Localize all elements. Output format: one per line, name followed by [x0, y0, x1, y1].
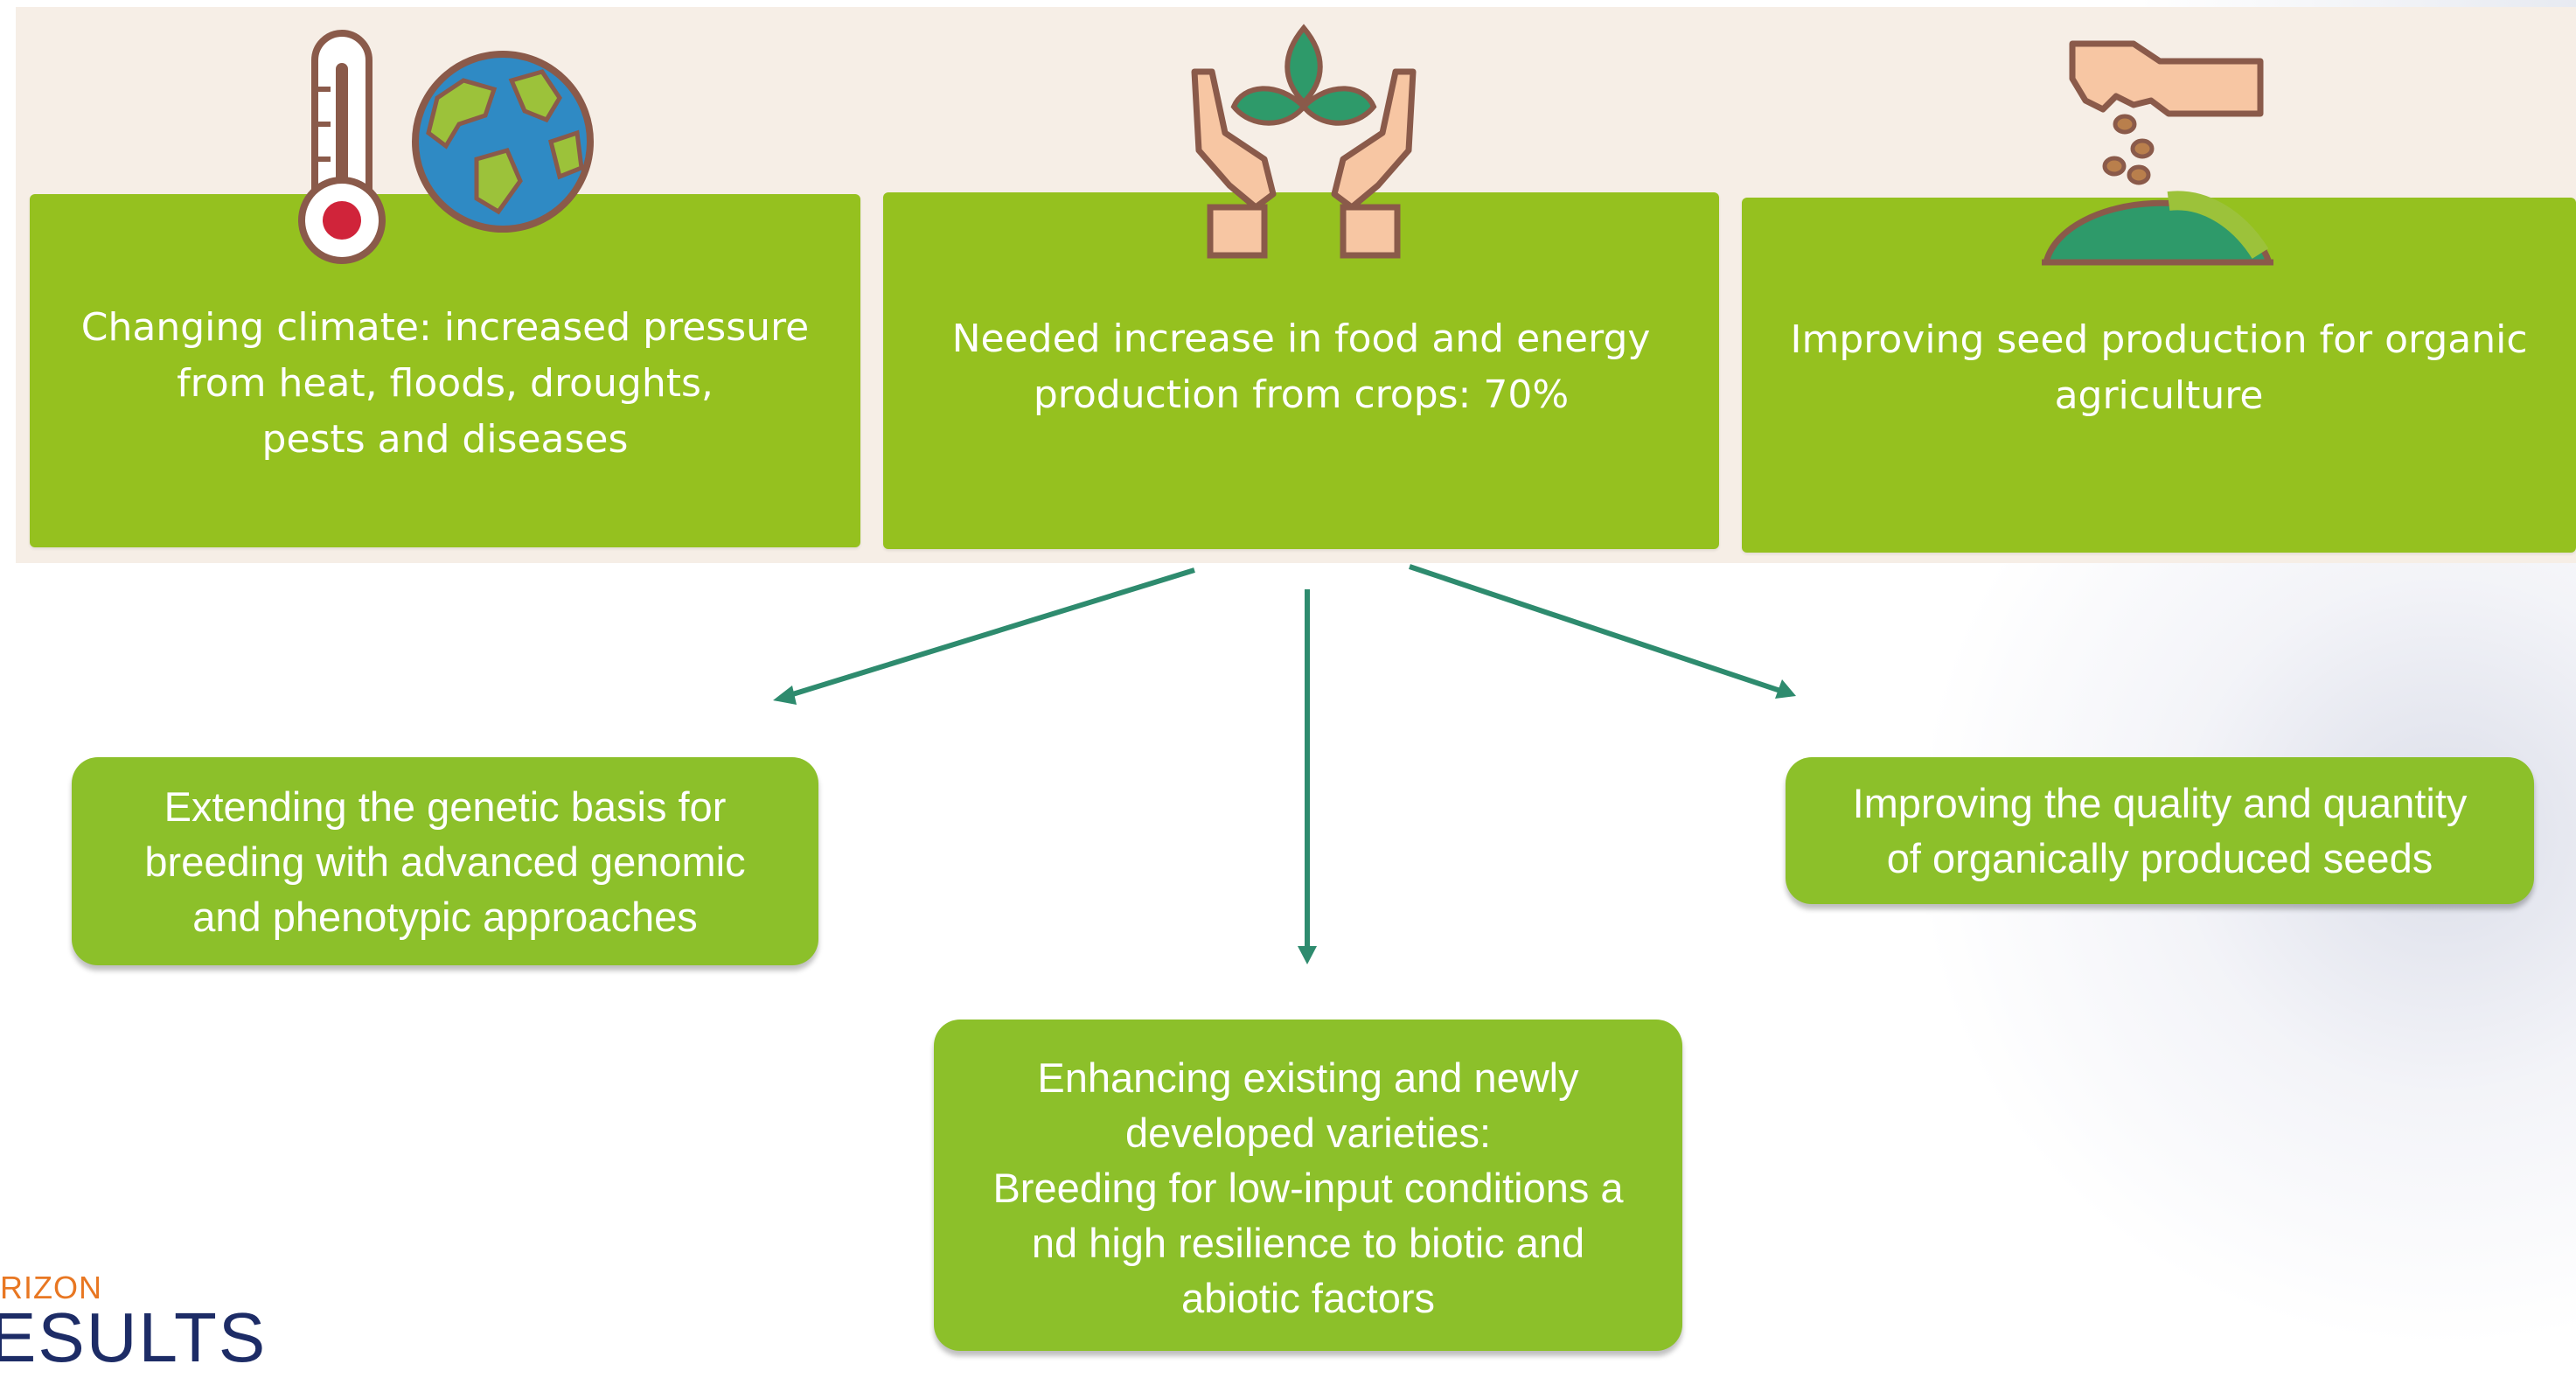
- challenge-text-climate: Changing climate: increased pressure fro…: [80, 305, 810, 462]
- challenge-box-food-energy: Needed increase in food and energy produ…: [883, 192, 1719, 549]
- challenge-text-food-energy: Needed increase in food and energy produ…: [951, 317, 1651, 417]
- outcome-text-genetic-basis: Extending the genetic basis for breeding…: [144, 783, 746, 940]
- arrow-to-left-outcome: [773, 567, 1195, 705]
- outcome-box-genetic-basis: Extending the genetic basis for breeding…: [72, 757, 818, 965]
- outcome-box-organic-seeds: Improving the quality and quantity of or…: [1786, 757, 2534, 904]
- background-shading: [1911, 490, 2576, 1351]
- arrow-to-right-outcome: [1409, 564, 1796, 699]
- challenge-box-climate: Changing climate: increased pressure fro…: [30, 194, 860, 547]
- outcome-text-organic-seeds: Improving the quality and quantity of or…: [1852, 780, 2468, 881]
- outcome-text-varieties: Enhancing existing and newly developed v…: [992, 1054, 1624, 1321]
- logo-bottom-text: ESULTS: [0, 1298, 268, 1376]
- hands-holding-plant-icon: [1191, 24, 1417, 259]
- logo-top-text: RIZON: [0, 1270, 102, 1305]
- outcome-box-varieties: Enhancing existing and newly developed v…: [934, 1020, 1682, 1351]
- hand-sowing-seeds-icon: [2042, 40, 2273, 266]
- challenge-text-organic-seed: Improving seed production for organic ag…: [1790, 317, 2528, 418]
- arrow-to-center-outcome: [1298, 589, 1317, 964]
- thermometer-globe-icon: [298, 30, 594, 264]
